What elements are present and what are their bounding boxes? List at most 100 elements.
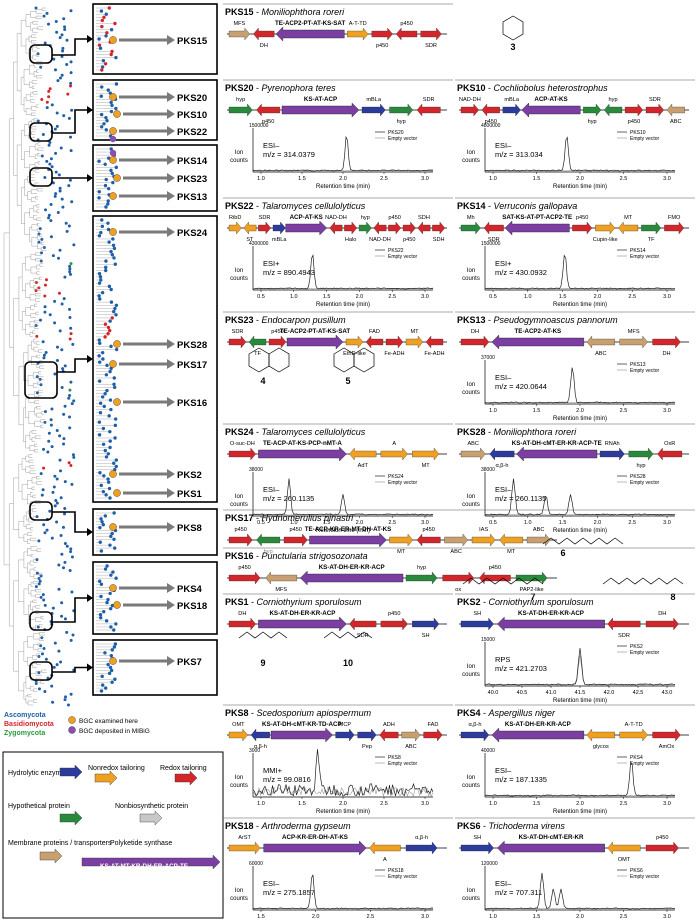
pks-pointer-arrowhead <box>167 155 175 165</box>
pks-domain-label: TE-ACP-AT-KS-PCP-nMT-A <box>263 440 342 447</box>
panel-title: PKS13 - Pseudogymnoascus pannorum <box>457 315 618 325</box>
inset-tip <box>101 59 106 63</box>
gene-arrow-dh <box>652 335 681 349</box>
inset-tip <box>100 224 105 229</box>
trace-sample <box>252 135 434 172</box>
gene-label: ABC <box>405 744 417 750</box>
gene-label: p450 <box>388 611 400 617</box>
tree-tip <box>35 515 39 519</box>
gene-arrow-p450 <box>228 571 261 585</box>
panel-title-separator: - <box>481 821 489 831</box>
trace-legend-label: Empty vector <box>388 874 418 880</box>
tree-tip <box>48 141 52 145</box>
inset-tip <box>109 168 113 173</box>
tree-tip <box>69 550 73 554</box>
y-max-label: 3000 <box>249 748 260 754</box>
gene-arrow-a <box>380 447 408 461</box>
inset-tip <box>98 360 102 364</box>
tree-tip <box>62 412 66 416</box>
trace-legend-label: Empty vector <box>630 874 660 880</box>
inset-tip <box>104 205 108 209</box>
tree-tip <box>61 525 65 529</box>
gene-label: p450 <box>289 527 301 533</box>
bgc-panel-pks6: PKS6 - Trichoderma virensKS-AT-DH-cMT-ER… <box>455 817 695 920</box>
tree-tip <box>67 224 71 228</box>
panel-title: PKS4 - Aspergillus niger <box>457 708 556 718</box>
tree-tip <box>55 429 59 433</box>
tree-tip <box>63 542 67 546</box>
bgc-panel-pks24: PKS24 - Talaromyces cellulolyticusTE-ACP… <box>223 423 453 534</box>
gene-arrow-mt <box>618 221 639 235</box>
compound-number: 5 <box>345 376 350 386</box>
inset-tip <box>99 9 104 13</box>
inset-tip <box>101 522 105 527</box>
x-tick-label: 3.0 <box>663 176 671 182</box>
y-max-label: 1500000 <box>249 123 269 129</box>
pks-gene-arrow <box>491 334 585 350</box>
gene-arrow-sh <box>460 617 494 631</box>
tree-tip <box>70 200 74 204</box>
pks-gene-arrow <box>275 26 345 42</box>
x-tick-label: 1.5 <box>533 801 541 807</box>
gene-label: SDH <box>433 237 445 243</box>
trace-legend-label: PKS4 <box>630 755 643 761</box>
gene-label: hyp <box>236 97 245 103</box>
tree-tip <box>65 630 69 634</box>
trace-legend-label: PKS20 <box>388 130 404 136</box>
tree-tip <box>57 256 61 260</box>
x-tick-label: 1.5 <box>323 294 331 300</box>
panel-title: PKS24 - Talaromyces cellulolyticus <box>225 427 366 437</box>
inset-connector-arrowhead <box>87 663 93 672</box>
trace-legend-label: PKS24 <box>388 474 404 480</box>
x-tick-label: 1.0 <box>489 176 497 182</box>
inset-tip <box>97 338 101 342</box>
tree-tip <box>53 372 57 376</box>
tree-tip <box>60 197 64 201</box>
gene-label: p450 <box>422 527 434 533</box>
inset-tip <box>106 452 111 456</box>
inset-tip <box>108 429 112 434</box>
gene-arrow-mfs <box>619 335 648 349</box>
tree-tip <box>45 528 49 532</box>
inset-tip <box>107 671 112 676</box>
x-tick-label: 1.5 <box>298 176 306 182</box>
tree-tip <box>41 593 45 597</box>
gene-arrow-sdh <box>417 221 431 235</box>
pks-gene-arrow <box>270 727 333 743</box>
inset-tip <box>107 6 111 10</box>
pks-pointer-arrowhead <box>167 397 175 407</box>
x-tick-label: 2.0 <box>339 176 347 182</box>
tree-tip <box>69 692 73 696</box>
gene-label: SDR <box>618 633 630 639</box>
inset-tip <box>110 171 114 176</box>
trace-legend-label: PKS13 <box>630 362 646 368</box>
gene-arrow-sdr <box>483 221 504 235</box>
inset-tip <box>110 253 115 257</box>
trace-legend-label: PKS18 <box>388 868 404 874</box>
tree-tip <box>69 60 73 64</box>
inset-tip <box>97 190 101 194</box>
pks-gene-arrow <box>300 570 404 586</box>
pks-domain-label: TE-ACP-KR-ER-MT-DH-AT-KS <box>305 526 392 533</box>
x-tick-label: 1.5 <box>533 408 541 414</box>
tree-tip <box>62 566 66 570</box>
inset-connector <box>52 511 90 533</box>
trace-legend-label: Empty vector <box>630 254 660 260</box>
inset-tip <box>102 404 106 409</box>
inset-tip <box>109 109 114 114</box>
inset-tip <box>97 272 102 276</box>
legend-label: Hypothetical protein <box>8 803 70 810</box>
tree-tip <box>35 391 39 395</box>
tree-tip <box>63 507 67 511</box>
tree-tip <box>60 33 64 37</box>
inset-tip <box>98 471 102 475</box>
tree-tip <box>59 146 63 150</box>
x-tick-label: 3.0 <box>421 176 429 182</box>
gene-label: hyp <box>609 97 618 103</box>
gene-arrow-hyp <box>228 103 253 117</box>
tree-highlight-box <box>29 501 53 521</box>
tree-tip <box>42 356 46 360</box>
tree-inset: PKS8 <box>29 501 218 556</box>
tree-tip <box>38 318 42 322</box>
